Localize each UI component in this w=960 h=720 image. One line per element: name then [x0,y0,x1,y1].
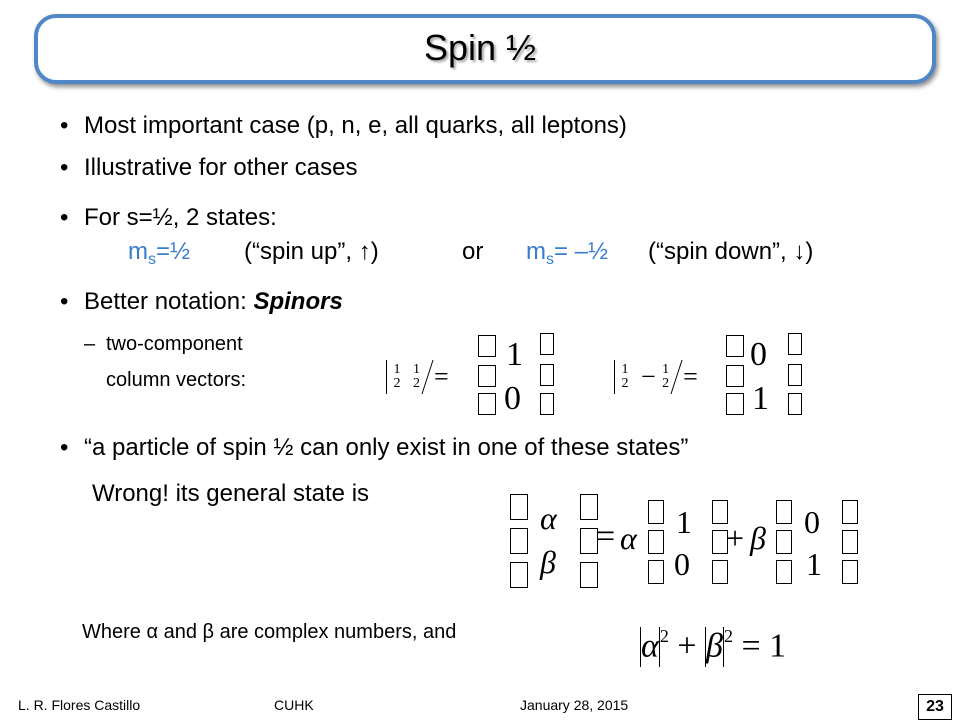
bracket-glyph [510,494,528,520]
bracket-glyph [842,530,858,554]
general-beta: β [540,544,556,580]
slide-title: Spin ½ [423,27,537,68]
footer-org: CUHK [274,697,314,713]
bracket-glyph [648,560,664,584]
bracket-glyph [478,393,496,415]
vec2-bottom: 1 [806,546,822,582]
bracket-glyph [580,528,598,554]
bracket-glyph [726,393,744,415]
general-plus: + [726,520,745,556]
spin-states-line: ms=½ [128,238,190,274]
bullet-for-s-half: For s=½, 2 states: [84,204,277,231]
sub-bullet-line1: two-component [106,333,243,355]
spinor-up-top: 1 [506,336,523,373]
sub-bullet-dash: – [84,333,96,355]
bracket-glyph [726,335,744,357]
bracket-glyph [712,530,728,554]
bracket-glyph [788,333,802,355]
spinor-up-bottom: 0 [504,380,521,417]
bullet-dot: • [60,154,69,181]
normalization-equation: α2 + β2 = 1 [640,626,787,667]
bracket-glyph [788,364,802,386]
spin-up-text: (“spin up”, ↑) [244,238,379,265]
spinor-down-top: 0 [750,336,767,373]
vec1-top: 1 [676,504,692,540]
spinors-emphasis: Spinors [253,288,343,315]
bracket-glyph [478,335,496,357]
vec1-bottom: 0 [674,546,690,582]
ms-up: ms=½ [128,238,191,268]
bracket-glyph [648,500,664,524]
bullet-better-notation: Better notation: Spinors [84,288,343,315]
page-number: 23 [918,694,952,720]
title-frame [34,14,936,84]
bullet-dot: • [60,288,69,315]
bullet-dot: • [60,434,69,461]
bracket-glyph [540,333,554,355]
bracket-glyph [726,365,744,387]
bracket-glyph [776,500,792,524]
where-text: Where α and β are complex numbers, and [82,621,457,643]
ms-down: ms= –½ [526,238,609,268]
bullet-illustrative: Illustrative for other cases [84,154,358,181]
bracket-glyph [478,365,496,387]
wrong-text: Wrong! its general state is [92,480,370,507]
bullet-particle-claim: “a particle of spin ½ can only exist in … [84,434,689,461]
sub-bullet-line2: column vectors: [106,369,247,391]
general-equals: = [596,518,616,555]
spin-down-text: (“spin down”, ↓) [648,238,814,265]
bracket-glyph [510,562,528,588]
bracket-glyph [712,560,728,584]
coef-alpha: α [620,520,637,556]
footer-date: January 28, 2015 [520,697,629,713]
bracket-glyph [648,530,664,554]
bullet-dot: • [60,204,69,231]
bracket-glyph [776,530,792,554]
bullet-most-important: Most important case (p, n, e, all quarks… [84,112,627,139]
coef-beta: β [750,520,766,556]
bracket-glyph [580,562,598,588]
bracket-glyph [842,500,858,524]
bracket-glyph [776,560,792,584]
or-text: or [462,238,484,265]
bracket-glyph [540,364,554,386]
bracket-glyph [788,393,802,415]
footer-author: L. R. Flores Castillo [18,697,141,713]
bracket-glyph [842,560,858,584]
general-alpha: α [540,500,557,536]
bracket-glyph [540,393,554,415]
bullet-dot: • [60,112,69,139]
bracket-glyph [580,494,598,520]
bracket-glyph [712,500,728,524]
vec2-top: 0 [804,504,820,540]
bracket-glyph [510,528,528,554]
spinor-down-bottom: 1 [752,380,769,417]
